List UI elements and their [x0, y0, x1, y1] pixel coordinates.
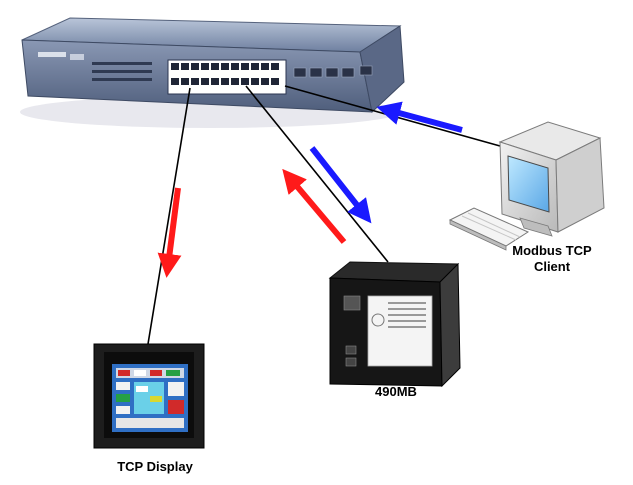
- touch-display-icon: [93, 343, 205, 449]
- client-label-line2: Client: [533, 259, 571, 274]
- device-label: 490MB: [375, 384, 417, 399]
- red-arrow-to-display: [157, 187, 182, 278]
- cable-to-490mb: [245, 85, 389, 263]
- client-label: Modbus TCP Client: [494, 243, 610, 275]
- display-label: TCP Display: [117, 459, 193, 474]
- blue-arrow-to-switch: [376, 101, 463, 133]
- blue-arrow-to-490mb: [309, 146, 372, 224]
- cable-to-display: [147, 87, 191, 345]
- client-label-line1: Modbus TCP: [512, 243, 592, 258]
- network-switch-icon: [21, 17, 405, 113]
- keyboard-icon: [448, 207, 530, 251]
- gateway-box-icon: [328, 261, 461, 388]
- data-flow-arrows: [157, 101, 463, 278]
- red-arrow-to-switch: [282, 168, 347, 244]
- desktop-computer-icon: [498, 121, 605, 237]
